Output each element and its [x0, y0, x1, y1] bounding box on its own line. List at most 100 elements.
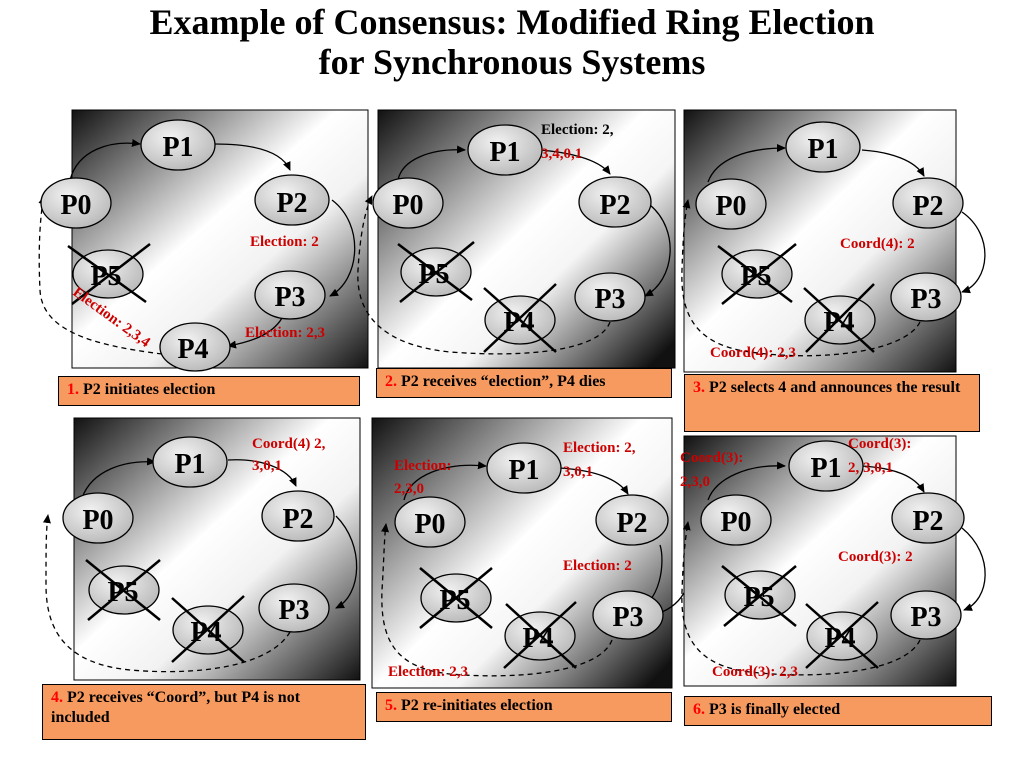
node-label: P2	[912, 506, 943, 537]
message-label: Coord(4) 2,	[252, 436, 326, 452]
node-p0: P0	[700, 494, 772, 546]
message-label: 3,4,0,1	[541, 146, 582, 162]
ring-arrow	[227, 459, 297, 487]
node-label: P0	[715, 191, 746, 222]
caption-step-1: 1. P2 initiates election	[58, 376, 360, 406]
node-label: P3	[594, 284, 625, 315]
node-p0: P0	[695, 178, 767, 230]
ring-arrow	[707, 144, 786, 183]
node-p2: P2	[254, 174, 330, 226]
node-p1: P1	[140, 119, 216, 171]
node-label: P1	[807, 134, 838, 165]
node-p3: P3	[890, 272, 962, 322]
message-label: Election:	[394, 458, 452, 474]
node-label: P2	[616, 508, 647, 539]
node-label: P1	[162, 132, 193, 163]
ring-arrow	[81, 457, 156, 499]
panel-1: P1 P0 P2 P5 P3 P4 Election: 2 Election: …	[38, 109, 369, 372]
ring-arrow	[69, 138, 141, 181]
node-label: P0	[720, 507, 751, 538]
ring-arrow	[227, 317, 283, 349]
message-label: 2,3,0	[394, 481, 424, 497]
message-label: Election: 2,3	[245, 325, 325, 341]
ring-arrow	[403, 461, 487, 501]
message-label: Coord(3): 2,3	[712, 664, 798, 680]
cross-mark	[397, 241, 475, 303]
panel-background	[71, 109, 369, 369]
caption-step-6: 6. P3 is finally elected	[684, 696, 992, 726]
node-label: P0	[414, 509, 445, 540]
node-p3: P3	[258, 583, 330, 633]
message-label: 3,0,1	[563, 464, 593, 480]
cross-mark	[171, 595, 245, 663]
caption-number: 3.	[693, 379, 705, 396]
cross-mark	[805, 601, 879, 669]
message-label: Election: 2	[250, 234, 319, 250]
message-label: Election: 2,	[541, 122, 614, 138]
node-p1: P1	[467, 124, 543, 176]
ring-arrow	[214, 143, 291, 171]
caption-number: 6.	[693, 701, 705, 718]
node-label: P1	[489, 137, 520, 168]
node-label: P2	[599, 190, 630, 221]
panel-4: P1 P0 P2 P5 P3 P4 Coord(4) 2, 3,0,1	[42, 417, 361, 681]
ring-arrow	[644, 204, 671, 297]
ring-arrow	[707, 461, 786, 501]
ring-arrow	[335, 515, 358, 609]
node-label: P2	[276, 188, 307, 219]
panel-3: P1 P0 P2 P5 P3 P4 Coord(4): 2 Coord(4): …	[681, 109, 986, 373]
ring-arrow	[397, 145, 466, 181]
node-label: P2	[282, 504, 313, 535]
node-p1: P1	[785, 121, 861, 173]
node-p0: P0	[40, 177, 112, 229]
message-label: Coord(4): 2,3	[710, 345, 796, 361]
caption-text: P2 receives “Coord”, but P4 is not inclu…	[51, 689, 301, 726]
panel-6: P1 P0 P2 P5 P3 P4 Coord(3): 2,3,0 Coord(…	[680, 435, 986, 687]
ring-arrow	[329, 199, 356, 297]
node-p0: P0	[372, 177, 444, 229]
caption-step-5: 5. P2 re-initiates election	[376, 692, 672, 722]
caption-number: 2.	[385, 373, 397, 390]
node-p1: P1	[152, 436, 228, 488]
message-label: Election: 2,	[563, 440, 636, 456]
node-p0: P0	[62, 492, 134, 544]
caption-number: 1.	[67, 381, 79, 398]
ring-arrow-dashed	[42, 514, 291, 673]
ring-arrow	[961, 211, 986, 294]
cross-mark	[85, 559, 161, 621]
node-p2: P2	[578, 176, 652, 228]
cross-mark	[721, 565, 797, 627]
ring-arrow	[961, 527, 986, 611]
cross-mark	[503, 601, 577, 669]
node-label: P0	[392, 190, 423, 221]
node-p3: P3	[254, 270, 326, 320]
node-p0: P0	[394, 496, 466, 548]
node-label: P3	[278, 595, 309, 626]
node-label: P3	[274, 282, 305, 313]
caption-text: P2 re-initiates election	[401, 697, 553, 714]
node-label: P1	[810, 453, 841, 484]
node-p3: P3	[574, 272, 646, 322]
caption-number: 4.	[51, 689, 63, 706]
ring-arrow-dashed	[357, 195, 611, 355]
node-label: P1	[508, 455, 539, 486]
caption-text: P2 receives “election”, P4 dies	[401, 373, 606, 390]
node-p1: P1	[486, 442, 562, 494]
cross-mark	[803, 283, 875, 353]
page-title: Example of Consensus: Modified Ring Elec…	[0, 2, 1024, 82]
message-label: Coord(3):	[848, 436, 911, 452]
ring-arrow-dashed	[681, 521, 921, 676]
panel-2: P1 P0 P2 P5 P3 P4 Election: 2, 3,4,0,1	[357, 109, 676, 369]
node-p2: P2	[595, 494, 669, 546]
message-label: 3,0,1	[252, 458, 282, 474]
node-p3: P3	[592, 590, 664, 640]
message-label: 2,3,0	[680, 474, 710, 490]
ring-arrow-dashed	[381, 523, 613, 677]
node-label: P1	[174, 449, 205, 480]
caption-step-3: 3. P2 selects 4 and announces the result	[684, 374, 980, 432]
node-label: P3	[910, 284, 941, 315]
ring-arrow-dashed	[38, 195, 163, 355]
message-label: Coord(3):	[680, 450, 743, 466]
cross-mark	[483, 283, 557, 353]
